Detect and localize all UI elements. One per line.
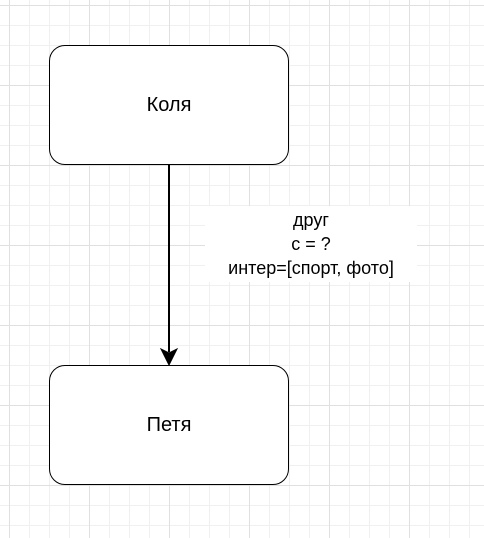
edge-label[interactable]: друг с = ? интер=[спорт, фото] (205, 206, 417, 282)
node-kolya[interactable]: Коля (49, 45, 289, 165)
edge-arrowhead (159, 347, 179, 367)
edge-label-c: с = ? (291, 234, 331, 254)
edge-label-relation: друг (293, 210, 329, 230)
node-petya[interactable]: Петя (49, 365, 289, 485)
node-petya-label: Петя (146, 413, 192, 436)
edge-label-interests: интер=[спорт, фото] (228, 258, 394, 278)
node-kolya-label: Коля (146, 93, 192, 116)
